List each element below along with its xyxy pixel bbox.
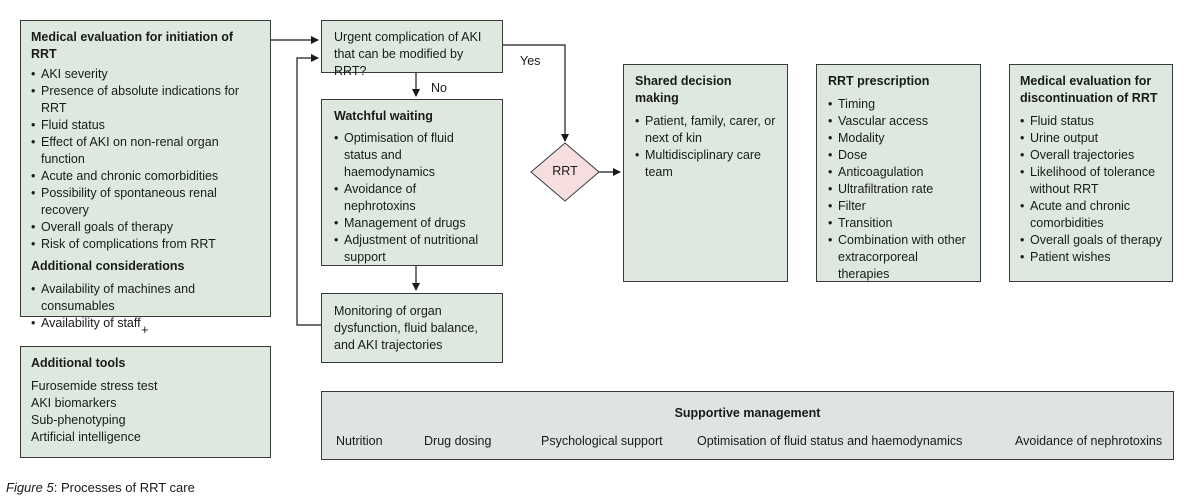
- list-item: Possibility of spontaneous renal recover…: [31, 185, 260, 219]
- list-item: Avoidance of nephrotoxins: [334, 181, 490, 215]
- list-item: Fluid status: [31, 117, 260, 134]
- figure-caption: Figure 5: Processes of RRT care: [6, 480, 195, 495]
- rrt-prescription-box: RRT prescription Timing Vascular access …: [816, 64, 981, 282]
- watchful-waiting-box: Watchful waiting Optimisation of fluid s…: [321, 99, 503, 266]
- rrt-decision-label: RRT: [552, 164, 578, 178]
- additional-considerations-heading: Additional considerations: [31, 259, 185, 273]
- additional-tools-list: Furosemide stress test AKI biomarkers Su…: [31, 378, 260, 446]
- list-item: Filter: [828, 198, 969, 215]
- list-item: Modality: [828, 130, 969, 147]
- shared-decision-heading: Shared decision making: [635, 74, 732, 105]
- list-item: Risk of complications from RRT: [31, 236, 260, 253]
- list-item: Ultrafiltration rate: [828, 181, 969, 198]
- list-item: Optimisation of fluid status and haemody…: [334, 130, 490, 181]
- list-item: Acute and chronic comorbidities: [1020, 198, 1162, 232]
- discontinuation-heading: Medical evaluation for discontinuation o…: [1020, 74, 1158, 105]
- list-item: Timing: [828, 96, 969, 113]
- no-label: No: [431, 81, 447, 95]
- list-item: AKI severity: [31, 66, 260, 83]
- list-item: Management of drugs: [334, 215, 490, 232]
- list-item: Acute and chronic comorbidities: [31, 168, 260, 185]
- additional-tools-box: Additional tools Furosemide stress test …: [20, 346, 271, 458]
- list-item: Patient wishes: [1020, 249, 1162, 266]
- list-item: Urine output: [1020, 130, 1162, 147]
- list-item: Overall goals of therapy: [31, 219, 260, 236]
- rrt-prescription-heading: RRT prescription: [828, 74, 930, 88]
- initiation-heading: Medical evaluation for initiation of RRT: [31, 30, 234, 61]
- list-item: Optimisation of fluid status and haemody…: [697, 434, 963, 448]
- discontinuation-list: Fluid status Urine output Overall trajec…: [1020, 113, 1162, 266]
- discontinuation-evaluation-box: Medical evaluation for discontinuation o…: [1009, 64, 1173, 282]
- list-item: Vascular access: [828, 113, 969, 130]
- list-item: Adjustment of nutritional support: [334, 232, 490, 266]
- yes-label: Yes: [520, 54, 541, 68]
- list-item: Multidisciplinary care team: [635, 147, 776, 181]
- initiation-evaluation-box: Medical evaluation for initiation of RRT…: [20, 20, 271, 330]
- list-item: Availability of staff: [31, 315, 260, 332]
- supportive-management-box: Supportive management Nutrition Drug dos…: [321, 391, 1174, 460]
- initiation-list: AKI severity Presence of absolute indica…: [31, 66, 260, 253]
- list-item: Dose: [828, 147, 969, 164]
- list-item: Transition: [828, 215, 969, 232]
- list-item: Anticoagulation: [828, 164, 969, 181]
- list-item: Combination with other extracorporeal th…: [828, 232, 969, 283]
- list-item: Likelihood of tolerance without RRT: [1020, 164, 1162, 198]
- list-item: Availability of machines and consumables: [31, 281, 260, 315]
- rrt-prescription-list: Timing Vascular access Modality Dose Ant…: [828, 96, 969, 283]
- list-item: Presence of absolute indications for RRT: [31, 83, 260, 117]
- list-item: Patient, family, carer, or next of kin: [635, 113, 776, 147]
- watchful-waiting-heading: Watchful waiting: [334, 109, 433, 123]
- supportive-management-heading: Supportive management: [674, 406, 821, 420]
- shared-decision-list: Patient, family, carer, or next of kin M…: [635, 113, 776, 181]
- list-item: Artificial intelligence: [31, 430, 141, 444]
- shared-decision-box: Shared decision making Patient, family, …: [623, 64, 788, 282]
- list-item: Overall trajectories: [1020, 147, 1162, 164]
- additional-considerations-list: Availability of machines and consumables…: [31, 281, 260, 332]
- list-item: Furosemide stress test: [31, 379, 158, 393]
- urgent-complication-text: Urgent complication of AKI that can be m…: [334, 30, 482, 78]
- watchful-waiting-list: Optimisation of fluid status and haemody…: [334, 130, 490, 266]
- list-item: Avoidance of nephrotoxins: [1015, 434, 1163, 448]
- list-item: Overall goals of therapy: [1020, 232, 1162, 249]
- list-item: AKI biomarkers: [31, 396, 117, 410]
- figure-label: Figure 5: [6, 480, 54, 495]
- list-item: Effect of AKI on non-renal organ functio…: [31, 134, 260, 168]
- list-item: Sub-phenotyping: [31, 413, 126, 427]
- list-item: Nutrition: [336, 434, 383, 448]
- urgent-complication-box: Urgent complication of AKI that can be m…: [321, 20, 503, 78]
- additional-tools-heading: Additional tools: [31, 356, 126, 370]
- monitoring-text: Monitoring of organ dysfunction, fluid b…: [334, 304, 478, 352]
- figure-title: Processes of RRT care: [60, 480, 195, 495]
- list-item: Fluid status: [1020, 113, 1162, 130]
- arrow-monitoring-loop: [296, 54, 321, 326]
- monitoring-box: Monitoring of organ dysfunction, fluid b…: [321, 293, 503, 363]
- list-item: Psychological support: [541, 434, 663, 448]
- list-item: Drug dosing: [424, 434, 492, 448]
- plus-sign: +: [141, 322, 149, 337]
